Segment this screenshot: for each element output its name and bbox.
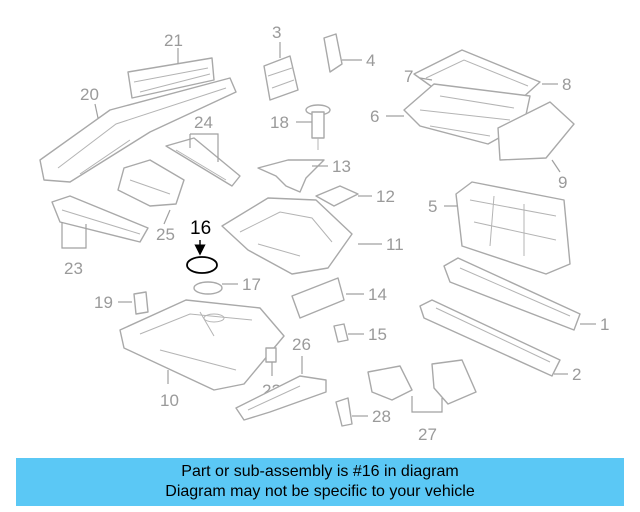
- callout-20: 20: [80, 85, 99, 104]
- part-10-shape: [119, 299, 285, 391]
- part-5-shape: [455, 181, 571, 275]
- part-28-shape: [335, 397, 353, 427]
- callout-7: 7: [404, 67, 413, 86]
- callout-4: 4: [366, 51, 375, 70]
- leader-25: [163, 209, 171, 225]
- part-16-grommet: [186, 256, 218, 274]
- info-banner: Part or sub-assembly is #16 in diagram D…: [16, 458, 624, 506]
- part-4-shape: [323, 33, 343, 73]
- part-18-shape: [305, 104, 331, 150]
- part-14-shape: [291, 277, 345, 319]
- part-22-shape: [265, 347, 277, 363]
- part-11-shape: [221, 197, 353, 275]
- part-15-shape: [333, 323, 349, 343]
- callout-28: 28: [372, 407, 391, 426]
- part-3-shape: [263, 55, 299, 101]
- leader-9: [551, 159, 561, 173]
- callout-26: 26: [292, 335, 311, 354]
- callout-27: 27: [418, 425, 437, 444]
- callout-16: 16: [190, 218, 211, 239]
- callout-23: 23: [64, 259, 83, 278]
- callout-3: 3: [272, 23, 281, 42]
- part-26-shape: [235, 375, 327, 421]
- callout-18: 18: [270, 113, 289, 132]
- part-19-shape: [133, 291, 149, 315]
- leader-24: [189, 133, 219, 162]
- callout-12: 12: [376, 187, 395, 206]
- callout-11: 11: [386, 235, 404, 254]
- part-27-shape: [367, 359, 477, 405]
- part-1-shape: [443, 257, 581, 331]
- leader-20: [94, 103, 99, 119]
- part-23-shape: [51, 195, 149, 243]
- part-13-shape: [257, 159, 325, 193]
- callout-19: 19: [94, 293, 113, 312]
- callout-8: 8: [562, 75, 571, 94]
- part-21-shape: [127, 57, 215, 99]
- leader-27: [411, 396, 443, 413]
- callout-5: 5: [428, 197, 437, 216]
- parts-diagram: 21 20 3 4 18 24 13 12: [39, 23, 609, 444]
- callout-9: 9: [558, 173, 567, 192]
- banner-line-part-info: Part or sub-assembly is #16 in diagram: [181, 463, 459, 480]
- callout-1: 1: [600, 315, 609, 334]
- callout-24: 24: [194, 113, 213, 132]
- leader-23: [61, 222, 87, 249]
- part-20-shape: [39, 77, 237, 183]
- callout-15: 15: [368, 325, 387, 344]
- callout-21: 21: [164, 31, 183, 50]
- part-9-shape: [497, 101, 575, 161]
- part-24-shape: [165, 137, 241, 187]
- callout-25: 25: [156, 225, 175, 244]
- callout-17: 17: [242, 275, 261, 294]
- part-2-shape: [419, 299, 561, 377]
- part-25-shape: [117, 159, 185, 207]
- callout-13: 13: [332, 157, 351, 176]
- callout-2: 2: [572, 365, 581, 384]
- banner-line-disclaimer: Diagram may not be specific to your vehi…: [165, 483, 475, 500]
- leader-7: [419, 77, 433, 81]
- callout-10: 10: [160, 391, 179, 410]
- callout-6: 6: [370, 107, 379, 126]
- callout-14: 14: [368, 285, 387, 304]
- part-17-shape: [193, 281, 223, 295]
- part-12-shape: [315, 185, 359, 207]
